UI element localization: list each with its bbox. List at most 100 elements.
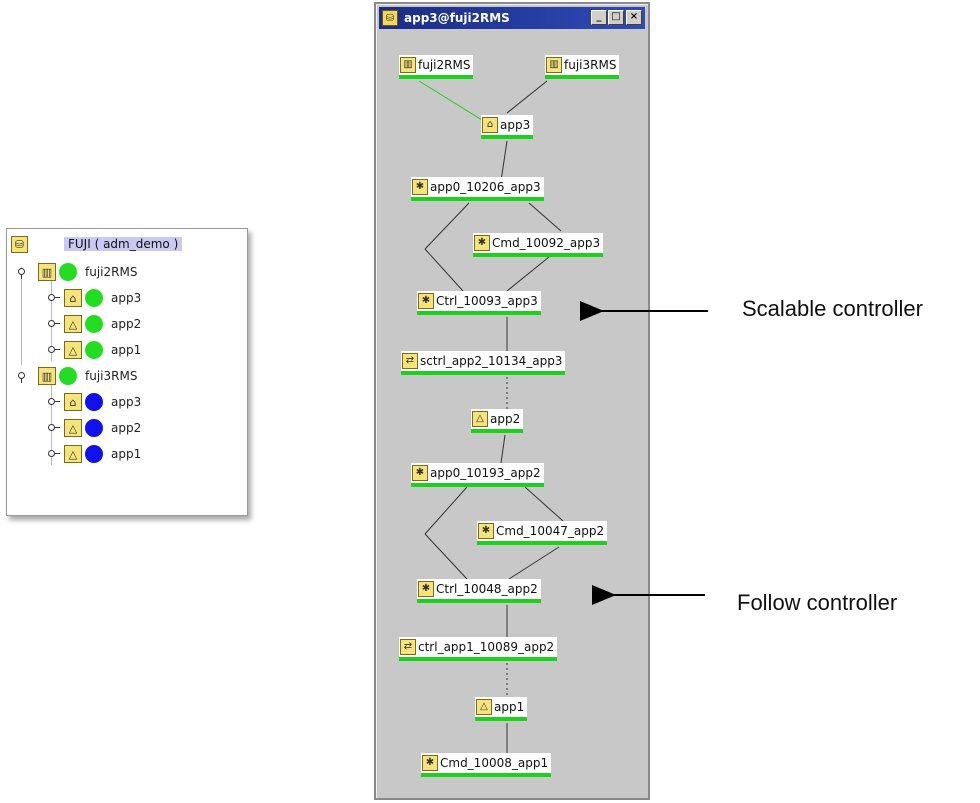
graph-node-label: app0_10193_app2 [430, 466, 541, 480]
tree-app-label: app2 [111, 317, 142, 331]
tree-app-label: app3 [111, 291, 142, 305]
graph-node-controller[interactable]: ⇄ ctrl_app1_10089_app2 [399, 637, 558, 661]
edge-line [524, 486, 564, 522]
app-icon: △ [64, 419, 82, 437]
graph-node-label: app3 [500, 118, 531, 132]
app-icon: △ [476, 699, 492, 715]
graph-node-resource[interactable]: ✱ app0_10193_app2 [411, 463, 544, 487]
tree-root-label[interactable]: FUJI ( adm_demo ) [64, 237, 183, 251]
minimize-button[interactable]: _ [591, 10, 607, 25]
tree-host-fuji3rms[interactable]: ▥ fuji3RMS [17, 365, 137, 387]
expand-toggle-icon[interactable] [47, 318, 60, 331]
graph-node-app[interactable]: ⌂ app3 [481, 115, 534, 139]
graph-window: ⛁ app3@fuji2RMS _ □ × [374, 2, 650, 800]
graph-node-resource[interactable]: ✱ Cmd_10092_app3 [473, 233, 604, 257]
app-icon: △ [472, 411, 488, 427]
edge-line [506, 80, 548, 114]
host-icon: ▥ [400, 57, 416, 73]
status-offline-icon [85, 393, 103, 411]
tree-root[interactable]: ⛁ FUJI ( adm_demo ) [11, 233, 183, 255]
tree-app-item[interactable]: △ app2 [47, 313, 141, 335]
window-title: app3@fuji2RMS [404, 11, 510, 25]
graph-canvas: ▥ fuji2RMS ▥ fuji3RMS ⌂ app3 ✱ app0_1020… [379, 31, 645, 795]
app-icon: △ [64, 341, 82, 359]
tree-app-item[interactable]: △ app2 [47, 417, 141, 439]
resource-icon: ✱ [412, 465, 428, 481]
status-online-icon [59, 367, 77, 385]
expand-toggle-icon[interactable] [17, 266, 30, 279]
graph-node-label: Cmd_10047_app2 [496, 524, 605, 538]
graph-node-label: Ctrl_10048_app2 [436, 582, 538, 596]
tree-app-item[interactable]: △ app1 [47, 443, 141, 465]
scalable-app-icon: ⌂ [64, 289, 82, 307]
expand-toggle-icon[interactable] [17, 370, 30, 383]
graph-node-resource[interactable]: ✱ Cmd_10047_app2 [477, 521, 608, 545]
edge-line [508, 546, 560, 580]
app-icon: △ [64, 445, 82, 463]
resource-icon: ✱ [418, 293, 434, 309]
graph-node-label: ctrl_app1_10089_app2 [418, 640, 555, 654]
expand-toggle-icon[interactable] [47, 448, 60, 461]
window-titlebar[interactable]: ⛁ app3@fuji2RMS _ □ × [379, 7, 645, 29]
tree-app-item[interactable]: △ app1 [47, 339, 141, 361]
edge-line [528, 202, 562, 232]
edge-line [424, 533, 468, 580]
cluster-tree-panel: ⛁ FUJI ( adm_demo ) ▥ fuji2RMS ⌂ app3 △ … [6, 228, 248, 516]
graph-node-label: Ctrl_10093_app3 [436, 294, 538, 308]
graph-node-resource[interactable]: ✱ app0_10206_app3 [411, 177, 544, 201]
graph-node-label: app1 [494, 700, 525, 714]
cluster-icon: ⛁ [11, 235, 28, 253]
edge-line [506, 256, 550, 292]
graph-node-host[interactable]: ▥ fuji2RMS [399, 55, 474, 79]
host-icon: ▥ [38, 263, 56, 281]
status-online-icon [85, 289, 103, 307]
edge-line [500, 140, 508, 182]
graph-node-resource[interactable]: ✱ Ctrl_10048_app2 [417, 579, 541, 603]
graph-node-host[interactable]: ▥ fuji3RMS [545, 55, 620, 79]
tree-app-item[interactable]: ⌂ app3 [47, 287, 141, 309]
graph-node-resource[interactable]: ✱ Ctrl_10093_app3 [417, 291, 541, 315]
status-online-icon [85, 315, 103, 333]
host-icon: ▥ [38, 367, 56, 385]
edge-line [500, 434, 506, 464]
status-offline-icon [85, 445, 103, 463]
graph-node-label: app2 [490, 412, 521, 426]
graph-node-app[interactable]: △ app2 [471, 409, 524, 433]
resource-icon: ✱ [474, 235, 490, 251]
tree-app-label: app2 [111, 421, 142, 435]
tree-host-label: fuji2RMS [85, 265, 138, 279]
graph-node-label: fuji2RMS [418, 58, 471, 72]
window-app-icon: ⛁ [382, 10, 398, 26]
resource-icon: ✱ [412, 179, 428, 195]
graph-node-controller[interactable]: ⇄ sctrl_app2_10134_app3 [401, 351, 566, 375]
graph-node-label: sctrl_app2_10134_app3 [420, 354, 563, 368]
graph-node-label: Cmd_10092_app3 [492, 236, 601, 250]
graph-node-app[interactable]: △ app1 [475, 697, 528, 721]
graph-node-label: Cmd_10008_app1 [440, 756, 549, 770]
graph-node-label: fuji3RMS [564, 58, 617, 72]
expand-toggle-icon[interactable] [47, 292, 60, 305]
graph-node-resource[interactable]: ✱ Cmd_10008_app1 [421, 753, 552, 777]
scalable-app-icon: ⌂ [482, 117, 498, 133]
annotation-follow-controller: Follow controller [737, 590, 898, 615]
maximize-button[interactable]: □ [608, 10, 624, 25]
tree-app-label: app1 [111, 343, 142, 357]
controller-icon: ⇄ [402, 353, 418, 369]
tree-host-fuji2rms[interactable]: ▥ fuji2RMS [17, 261, 137, 283]
tree-app-item[interactable]: ⌂ app3 [47, 391, 141, 413]
host-icon: ▥ [546, 57, 562, 73]
scalable-app-icon: ⌂ [64, 393, 82, 411]
controller-icon: ⇄ [400, 639, 416, 655]
tree-app-label: app1 [111, 447, 142, 461]
close-button[interactable]: × [626, 10, 642, 25]
expand-toggle-icon[interactable] [47, 344, 60, 357]
edge-line [424, 202, 470, 250]
resource-icon: ✱ [478, 523, 494, 539]
tree-host-label: fuji3RMS [85, 369, 138, 383]
status-online-icon [85, 341, 103, 359]
expand-toggle-icon[interactable] [47, 396, 60, 409]
graph-node-label: app0_10206_app3 [430, 180, 541, 194]
edge-line [424, 248, 464, 292]
annotation-scalable-controller: Scalable controller [742, 296, 923, 321]
expand-toggle-icon[interactable] [47, 422, 60, 435]
